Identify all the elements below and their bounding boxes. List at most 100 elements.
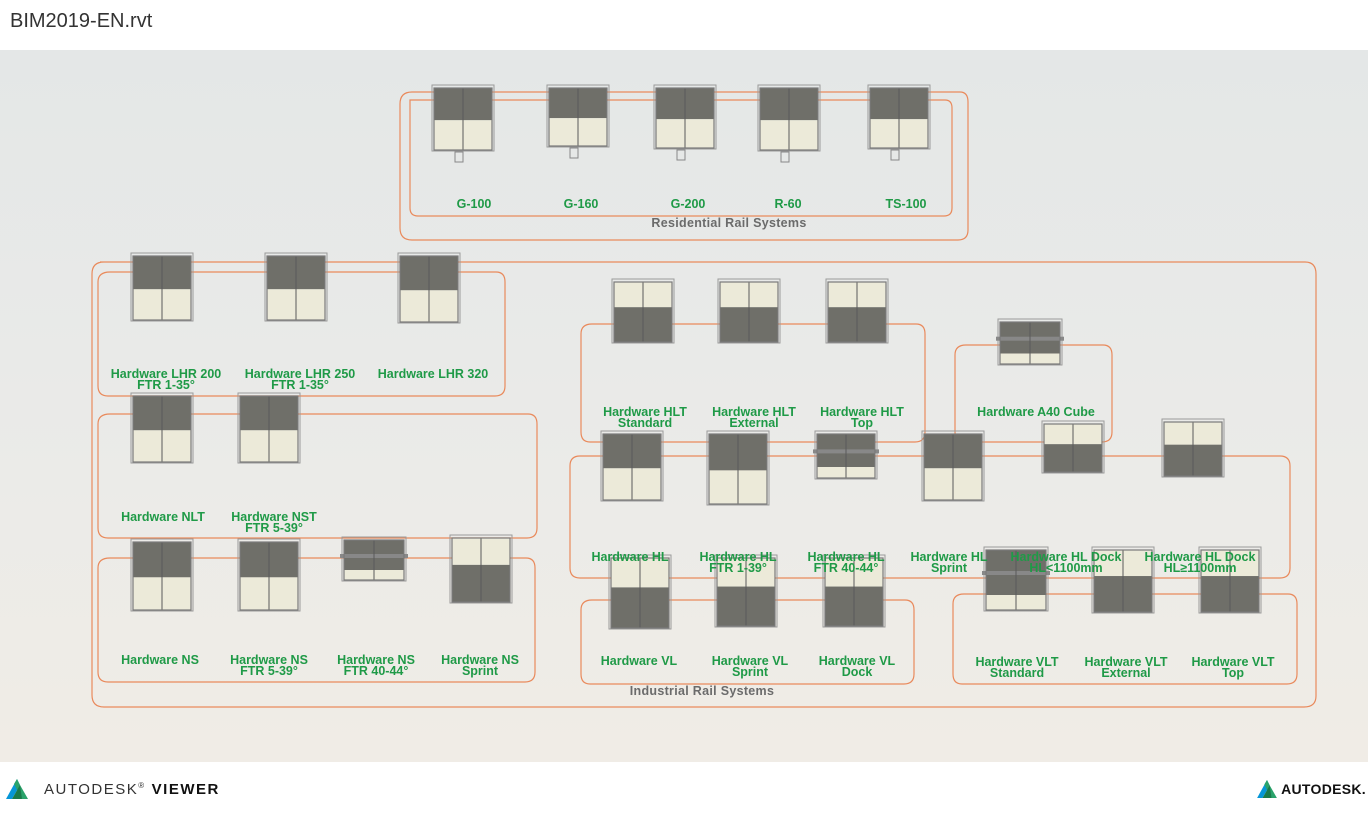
item-label-line: Sprint xyxy=(732,665,769,679)
item-label-line: External xyxy=(729,416,778,430)
rail-outline xyxy=(399,91,969,241)
item-label-line: Hardware VL xyxy=(601,654,678,668)
item-label-line: Hardware NS xyxy=(441,653,519,667)
item-label-line: Hardware HL Dock xyxy=(1145,550,1256,564)
item-label-ns: Hardware NS xyxy=(121,653,199,667)
company-name: AUTODESK. xyxy=(1281,781,1366,797)
door-model[interactable] xyxy=(825,278,889,344)
item-label-line: FTR 1-39° xyxy=(709,561,767,575)
door-model[interactable] xyxy=(867,84,931,150)
door-model[interactable] xyxy=(237,392,301,464)
door-model[interactable] xyxy=(982,546,1050,612)
item-label-line: G-200 xyxy=(671,197,706,211)
door-model[interactable] xyxy=(653,84,717,150)
item-label-line: Hardware HL Dock xyxy=(1011,550,1122,564)
item-label-line: FTR 1-35° xyxy=(271,378,329,392)
item-label-line: Dock xyxy=(842,665,873,679)
door-handle-icon xyxy=(676,149,686,161)
door-model[interactable] xyxy=(996,318,1064,366)
item-label-lhr320: Hardware LHR 320 xyxy=(378,367,489,381)
door-model[interactable] xyxy=(706,430,770,506)
door-model[interactable] xyxy=(600,430,664,502)
item-label-line: Standard xyxy=(618,416,672,430)
door-model[interactable] xyxy=(813,430,879,480)
item-label-line: Hardware VLT xyxy=(1084,655,1167,669)
item-label-line: Top xyxy=(1222,666,1244,680)
door-model[interactable] xyxy=(130,392,194,464)
door-model[interactable] xyxy=(264,252,328,322)
item-label-line: Hardware NLT xyxy=(121,510,205,524)
door-model[interactable] xyxy=(921,430,985,502)
item-label-nlt: Hardware NLT xyxy=(121,510,205,524)
door-model[interactable] xyxy=(449,534,513,604)
item-label-line: FTR 1-35° xyxy=(137,378,195,392)
document-title: BIM2019-EN.rvt xyxy=(10,10,153,32)
autodesk-viewer-brand: AUTODESK® VIEWER xyxy=(6,779,220,799)
door-model[interactable] xyxy=(714,554,778,628)
item-label-line: G-160 xyxy=(564,197,599,211)
item-label-line: HL<1100mm xyxy=(1029,561,1102,575)
item-label-line: Hardware VLT xyxy=(975,655,1058,669)
door-handle-icon xyxy=(780,151,790,163)
item-label-hl: Hardware HL xyxy=(591,550,668,564)
door-model[interactable] xyxy=(397,252,461,324)
door-handle-icon xyxy=(454,151,464,163)
item-label-g100: G-100 xyxy=(457,197,492,211)
rail-outline xyxy=(91,261,1317,708)
footer-bar: AUTODESK® VIEWER AUTODESK. xyxy=(0,762,1368,813)
title-bar: BIM2019-EN.rvt xyxy=(0,0,1368,50)
item-label-line: Hardware HLT xyxy=(603,405,687,419)
door-model[interactable] xyxy=(1198,546,1262,614)
item-label-line: Hardware VL xyxy=(712,654,789,668)
item-label-line: Hardware NS xyxy=(337,653,415,667)
door-model[interactable] xyxy=(608,554,672,630)
item-label-line: G-100 xyxy=(457,197,492,211)
item-label-line: Hardware LHR 320 xyxy=(378,367,489,381)
item-label-line: Hardware NST xyxy=(231,510,317,524)
rail-outline xyxy=(580,323,926,443)
door-model[interactable] xyxy=(237,538,301,612)
rail-outline xyxy=(580,599,915,685)
item-label-line: Hardware VL xyxy=(819,654,896,668)
item-label-line: Hardware A40 Cube xyxy=(977,405,1095,419)
door-handle-icon xyxy=(569,147,579,159)
viewer-product-name: VIEWER xyxy=(151,780,220,798)
item-label-line: Hardware NS xyxy=(121,653,199,667)
door-model[interactable] xyxy=(611,278,675,344)
item-label-line: FTR 40-44° xyxy=(814,561,879,575)
item-label-line: Sprint xyxy=(931,561,968,575)
item-label-line: Hardware NS xyxy=(230,653,308,667)
door-model[interactable] xyxy=(757,84,821,152)
door-model[interactable] xyxy=(130,252,194,322)
door-model[interactable] xyxy=(431,84,495,152)
door-model[interactable] xyxy=(1041,420,1105,474)
item-label-line: Hardware HL xyxy=(807,550,884,564)
item-label-a40: Hardware A40 Cube xyxy=(977,405,1095,419)
door-model[interactable] xyxy=(130,538,194,612)
item-label-line: Top xyxy=(851,416,873,430)
door-model[interactable] xyxy=(822,554,886,628)
door-model[interactable] xyxy=(1161,418,1225,478)
item-label-line: External xyxy=(1101,666,1150,680)
door-model[interactable] xyxy=(340,536,408,582)
door-model[interactable] xyxy=(546,84,610,148)
item-label-line: Hardware HL xyxy=(591,550,668,564)
door-model[interactable] xyxy=(1091,546,1155,614)
autodesk-logo-icon xyxy=(6,779,28,799)
item-label-g160: G-160 xyxy=(564,197,599,211)
rail-outline xyxy=(409,99,953,217)
door-model[interactable] xyxy=(717,278,781,344)
rail-outline xyxy=(97,413,538,539)
